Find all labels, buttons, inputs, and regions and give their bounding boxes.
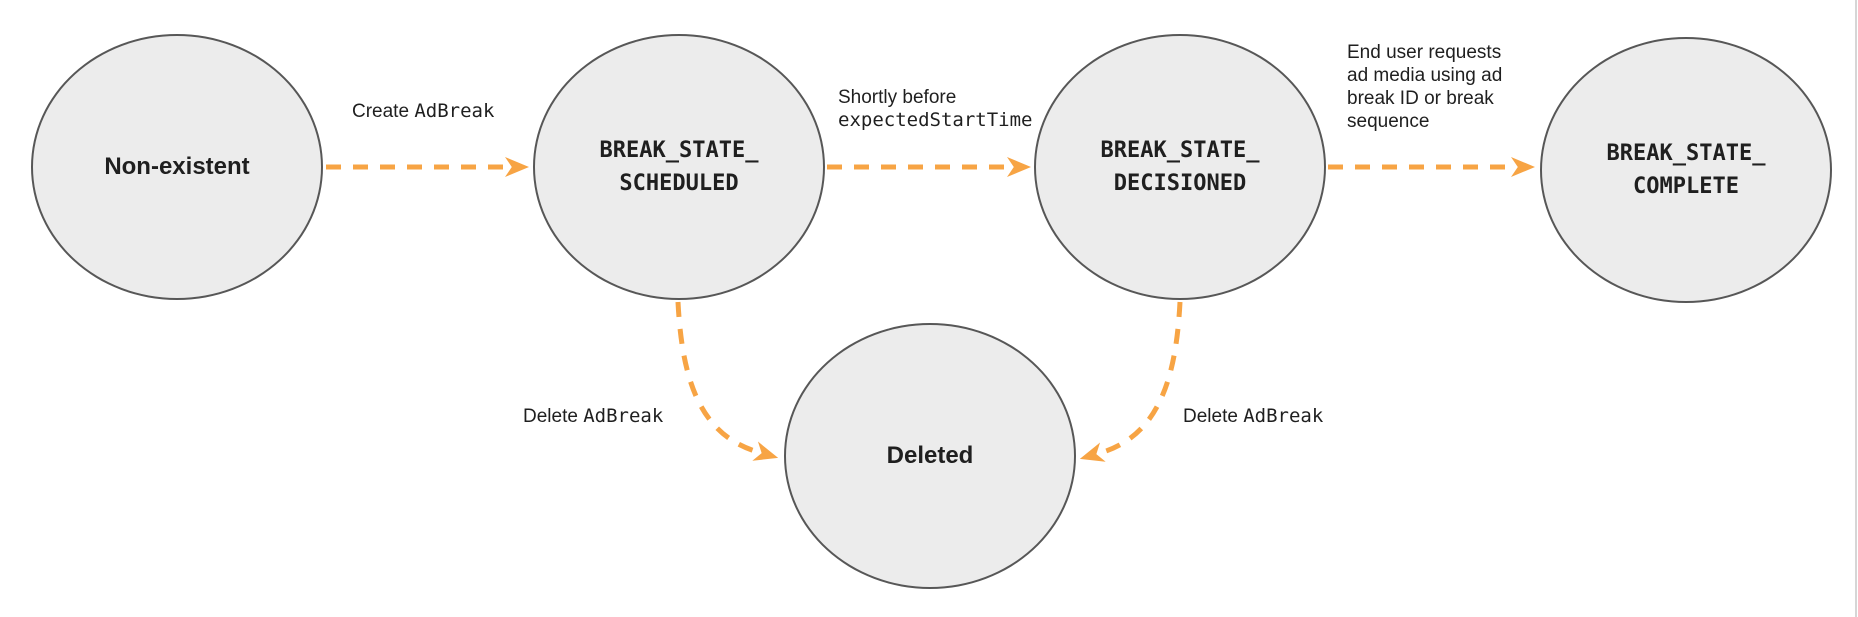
arrow-delete-from-scheduled: [675, 301, 779, 461]
edge-label-text: Shortly before: [838, 87, 957, 108]
state-label-line2: DECISIONED: [1113, 171, 1247, 196]
state-label: Deleted: [886, 442, 974, 469]
page-edge-line: [1855, 0, 1857, 617]
state-node-deleted: Deleted: [784, 323, 1076, 589]
edge-label-code: expectedStartTime: [838, 109, 1033, 131]
state-label-line1: BREAK_STATE_: [1606, 141, 1766, 166]
edge-label-shortly-before: Shortly before expectedStartTime: [838, 86, 1032, 132]
state-label-line2: SCHEDULED: [619, 171, 739, 196]
edge-label-end-user-requests: End user requests ad media using ad brea…: [1347, 41, 1502, 133]
state-node-break-state-scheduled: BREAK_STATE_ SCHEDULED: [533, 34, 825, 300]
edge-label-code: AdBreak: [414, 100, 495, 122]
edge-label-text-line3: break ID or break: [1347, 88, 1494, 109]
edge-label-text: Delete: [523, 406, 578, 427]
arrow-delete-from-decisioned: [1079, 301, 1183, 462]
state-label-line1: BREAK_STATE_: [599, 138, 759, 163]
edge-label-text-line1: End user requests: [1347, 42, 1502, 63]
state-label-line1: BREAK_STATE_: [1100, 138, 1260, 163]
state-label: Non-existent: [104, 153, 250, 180]
state-node-break-state-complete: BREAK_STATE_ COMPLETE: [1540, 37, 1832, 303]
edge-label-text-line4: sequence: [1347, 111, 1430, 132]
edge-label-code: AdBreak: [1243, 405, 1324, 427]
edge-label-code: AdBreak: [583, 405, 664, 427]
edge-label-text: Delete: [1183, 406, 1238, 427]
state-label-line2: COMPLETE: [1633, 174, 1739, 199]
state-node-break-state-decisioned: BREAK_STATE_ DECISIONED: [1034, 34, 1326, 300]
state-node-non-existent: Non-existent: [31, 34, 323, 300]
edge-label-text-line2: ad media using ad: [1347, 65, 1503, 86]
edge-label-text: Create: [352, 101, 410, 122]
